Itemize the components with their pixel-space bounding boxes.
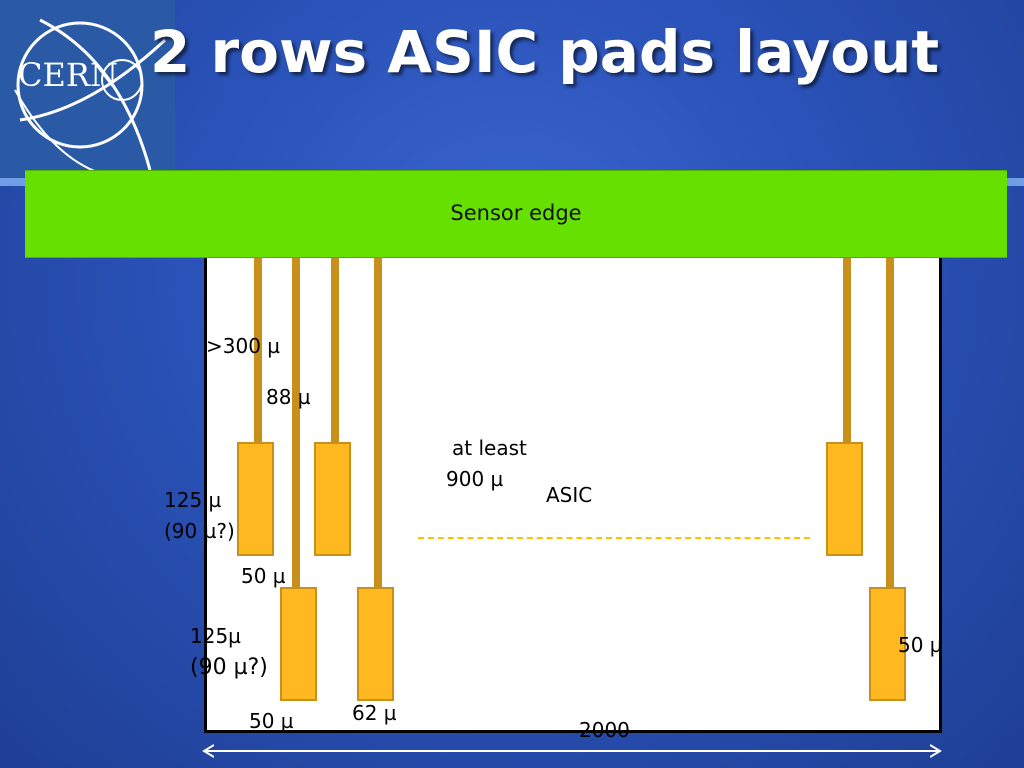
arrow-right-icon <box>930 744 942 758</box>
trace <box>374 254 382 590</box>
logo-text: CERN <box>18 56 118 94</box>
min-trace-length-label: >300 µ <box>206 334 281 358</box>
arrow-left-icon <box>202 744 214 758</box>
pad <box>314 442 351 556</box>
slide-title: 2 rows ASIC pads layout <box>150 18 940 86</box>
pad <box>237 442 274 556</box>
trace <box>843 254 851 444</box>
pad <box>869 587 906 701</box>
pad <box>357 587 394 701</box>
right-pad-width-label: 50 µ <box>898 633 943 657</box>
pad-height-row2-label: 125µ <box>190 624 241 648</box>
sensor-edge-label: Sensor edge <box>450 201 582 225</box>
trace <box>331 254 339 444</box>
trace-spacing-label: 88 µ <box>266 385 311 409</box>
pad <box>826 442 863 556</box>
row-gap-label: 50 µ <box>241 564 286 588</box>
pad-height-row1-label: 125 µ <box>164 488 222 512</box>
pad-height-row1-alt-label: (90 µ?) <box>164 519 235 543</box>
at-least-label: at least <box>452 436 527 460</box>
dashed-guide-line <box>418 537 810 539</box>
total-width-dimension-line <box>206 750 938 752</box>
pad <box>280 587 317 701</box>
trace <box>886 254 894 590</box>
sensor-edge: Sensor edge <box>25 170 1007 258</box>
pitch-label: 62 µ <box>352 701 397 725</box>
cern-logo: CERN <box>0 0 175 180</box>
trace <box>254 254 262 444</box>
pad-width-bottom-label: 50 µ <box>249 709 294 733</box>
asic-depth-label: 900 µ <box>446 467 504 491</box>
trace <box>292 254 300 590</box>
asic-label: ASIC <box>546 483 593 507</box>
pad-height-row2-alt-label: (90 µ?) <box>190 655 268 680</box>
total-width-label: 2000 <box>579 718 630 742</box>
